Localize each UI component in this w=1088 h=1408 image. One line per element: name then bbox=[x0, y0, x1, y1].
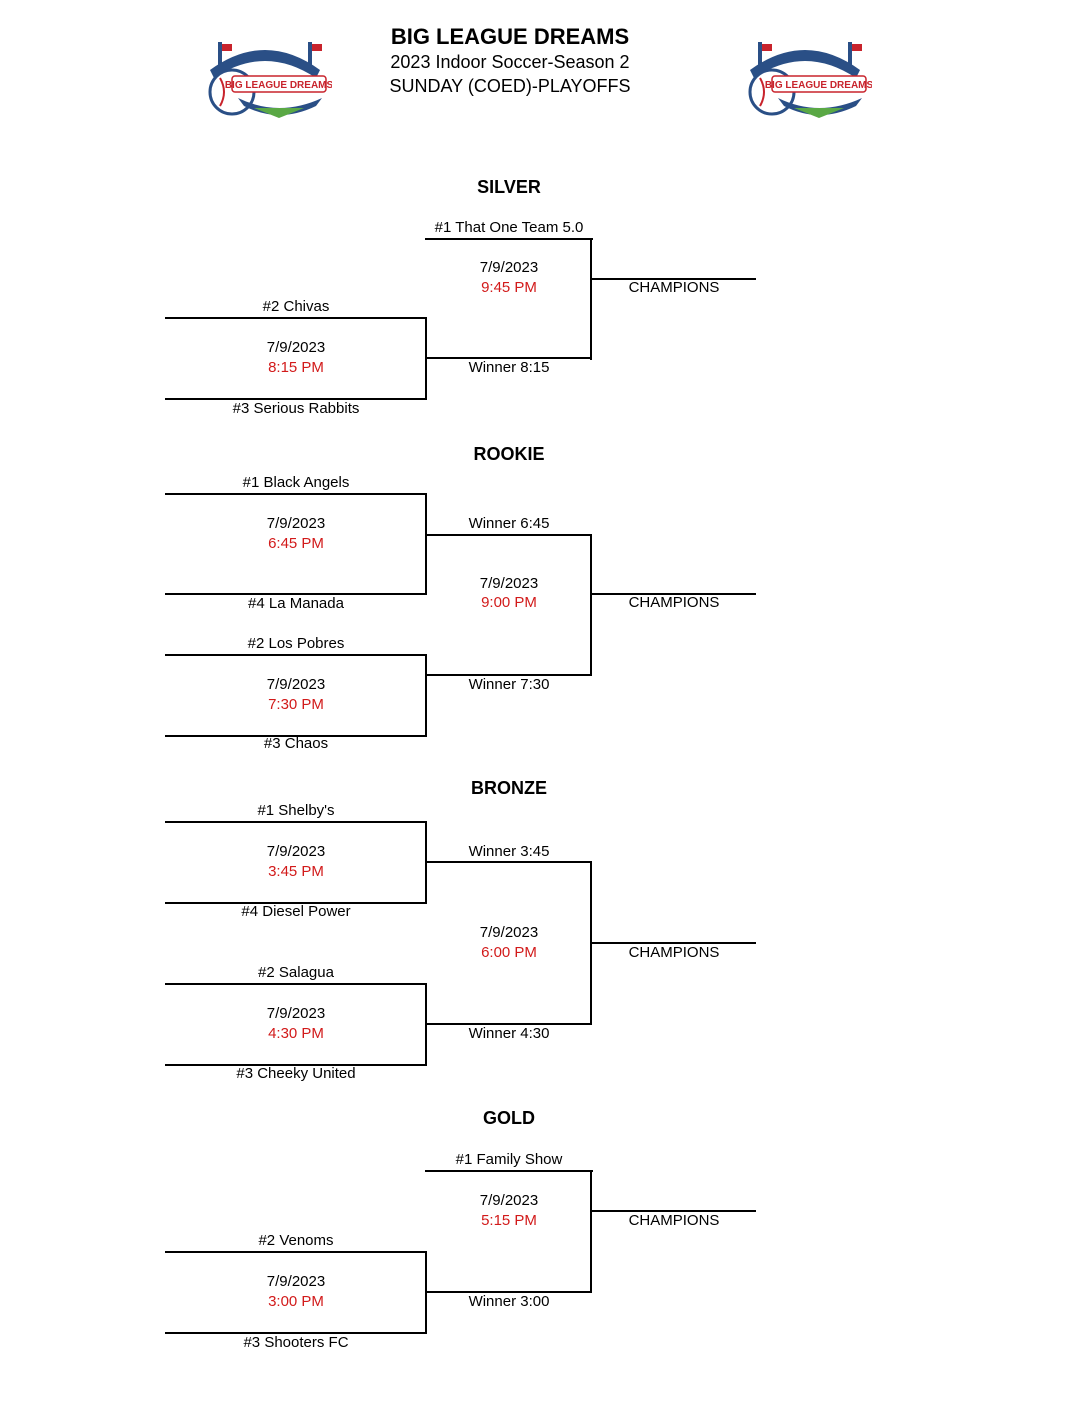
svg-text:SPORTS PARKS: SPORTS PARKS bbox=[265, 101, 300, 106]
bronze-winner2: Winner 4:30 bbox=[468, 1025, 550, 1042]
silver-seed1: #1 That One Team 5.0 bbox=[434, 219, 584, 236]
rookie-final-date: 7/9/2023 bbox=[479, 575, 539, 592]
bronze-champions: CHAMPIONS bbox=[628, 944, 720, 961]
rookie-m2-date: 7/9/2023 bbox=[266, 676, 326, 693]
bracket-line bbox=[165, 1064, 427, 1066]
rookie-m1-time: 6:45 PM bbox=[268, 535, 324, 552]
bracket-line bbox=[590, 238, 592, 360]
silver-seed2: #2 Chivas bbox=[262, 298, 330, 315]
bronze-seed4: #4 Diesel Power bbox=[241, 903, 351, 920]
bracket-line bbox=[165, 654, 427, 656]
bracket-line bbox=[425, 1170, 593, 1172]
bracket-line bbox=[425, 674, 592, 676]
bracket-line bbox=[425, 1023, 592, 1025]
rookie-m2-time: 7:30 PM bbox=[268, 696, 324, 713]
gold-winner: Winner 3:00 bbox=[468, 1293, 550, 1310]
gold-seed1: #1 Family Show bbox=[455, 1151, 563, 1168]
gold-seed3: #3 Shooters FC bbox=[243, 1334, 349, 1351]
bracket-line bbox=[165, 1332, 427, 1334]
bracket-line bbox=[165, 493, 427, 495]
gold-final-date: 7/9/2023 bbox=[479, 1192, 539, 1209]
rookie-m1-date: 7/9/2023 bbox=[266, 515, 326, 532]
section-title-silver: SILVER bbox=[477, 177, 541, 197]
rookie-winner1: Winner 6:45 bbox=[468, 515, 550, 532]
bronze-m2-date: 7/9/2023 bbox=[266, 1005, 326, 1022]
bronze-seed3: #3 Cheeky United bbox=[236, 1065, 356, 1082]
gold-m1-date: 7/9/2023 bbox=[266, 1273, 326, 1290]
rookie-seed2: #2 Los Pobres bbox=[247, 635, 345, 652]
bracket-line bbox=[165, 317, 427, 319]
silver-m1-date: 7/9/2023 bbox=[266, 339, 326, 356]
gold-champions: CHAMPIONS bbox=[628, 1212, 720, 1229]
bracket-line bbox=[590, 278, 756, 280]
gold-final-time: 5:15 PM bbox=[481, 1212, 537, 1229]
bracket-line bbox=[425, 493, 427, 595]
bracket-line bbox=[425, 534, 592, 536]
rookie-seed1: #1 Black Angels bbox=[242, 474, 350, 491]
bracket-line bbox=[590, 942, 756, 944]
rookie-seed3: #3 Chaos bbox=[263, 735, 329, 752]
rookie-final-time: 9:00 PM bbox=[481, 594, 537, 611]
bracket-line bbox=[165, 902, 427, 904]
rookie-seed4: #4 La Manada bbox=[248, 595, 344, 612]
logo-text: BIG LEAGUE DREAMS bbox=[765, 80, 872, 91]
bronze-m1-date: 7/9/2023 bbox=[266, 843, 326, 860]
league-logo-right: BIG LEAGUE DREAMS SPORTS PARKS bbox=[738, 34, 873, 118]
silver-final-date: 7/9/2023 bbox=[479, 259, 539, 276]
bronze-m2-time: 4:30 PM bbox=[268, 1025, 324, 1042]
silver-m1-time: 8:15 PM bbox=[268, 359, 324, 376]
silver-winner: Winner 8:15 bbox=[468, 359, 550, 376]
bracket-line bbox=[590, 534, 592, 676]
bracket-line bbox=[425, 654, 427, 736]
silver-seed3: #3 Serious Rabbits bbox=[232, 400, 360, 417]
bracket-line bbox=[590, 593, 756, 595]
bronze-final-date: 7/9/2023 bbox=[479, 924, 539, 941]
bronze-winner1: Winner 3:45 bbox=[468, 843, 550, 860]
bracket-line bbox=[425, 861, 592, 863]
rookie-winner2: Winner 7:30 bbox=[468, 676, 550, 693]
bronze-seed2: #2 Salagua bbox=[258, 964, 334, 981]
gold-seed2: #2 Venoms bbox=[258, 1232, 334, 1249]
bracket-line bbox=[425, 357, 592, 359]
bracket-line bbox=[165, 398, 427, 400]
page-title: BIG LEAGUE DREAMS bbox=[390, 24, 630, 49]
bracket-line bbox=[425, 238, 593, 240]
rookie-champions: CHAMPIONS bbox=[628, 594, 720, 611]
bronze-final-time: 6:00 PM bbox=[481, 944, 537, 961]
silver-champions: CHAMPIONS bbox=[628, 279, 720, 296]
bronze-m1-time: 3:45 PM bbox=[268, 863, 324, 880]
bracket-line bbox=[165, 1251, 427, 1253]
bracket-line bbox=[165, 983, 427, 985]
logo-text: BIG LEAGUE DREAMS bbox=[225, 80, 332, 91]
bracket-line bbox=[590, 1170, 592, 1292]
silver-final-time: 9:45 PM bbox=[481, 279, 537, 296]
bracket-line bbox=[165, 821, 427, 823]
bracket-line bbox=[590, 1210, 756, 1212]
bracket-line bbox=[165, 735, 427, 737]
section-title-rookie: ROOKIE bbox=[473, 444, 545, 464]
svg-text:SPORTS PARKS: SPORTS PARKS bbox=[805, 101, 840, 106]
bracket-line bbox=[165, 593, 427, 595]
subtitle-season: 2023 Indoor Soccer-Season 2 bbox=[390, 52, 630, 72]
section-title-bronze: BRONZE bbox=[471, 778, 547, 798]
gold-m1-time: 3:00 PM bbox=[268, 1293, 324, 1310]
league-logo-left: BIG LEAGUE DREAMS SPORTS PARKS bbox=[198, 34, 333, 118]
section-title-gold: GOLD bbox=[483, 1108, 535, 1128]
subtitle-playoffs: SUNDAY (COED)-PLAYOFFS bbox=[389, 76, 631, 96]
bronze-seed1: #1 Shelby's bbox=[257, 802, 335, 819]
bracket-line bbox=[425, 1291, 592, 1293]
